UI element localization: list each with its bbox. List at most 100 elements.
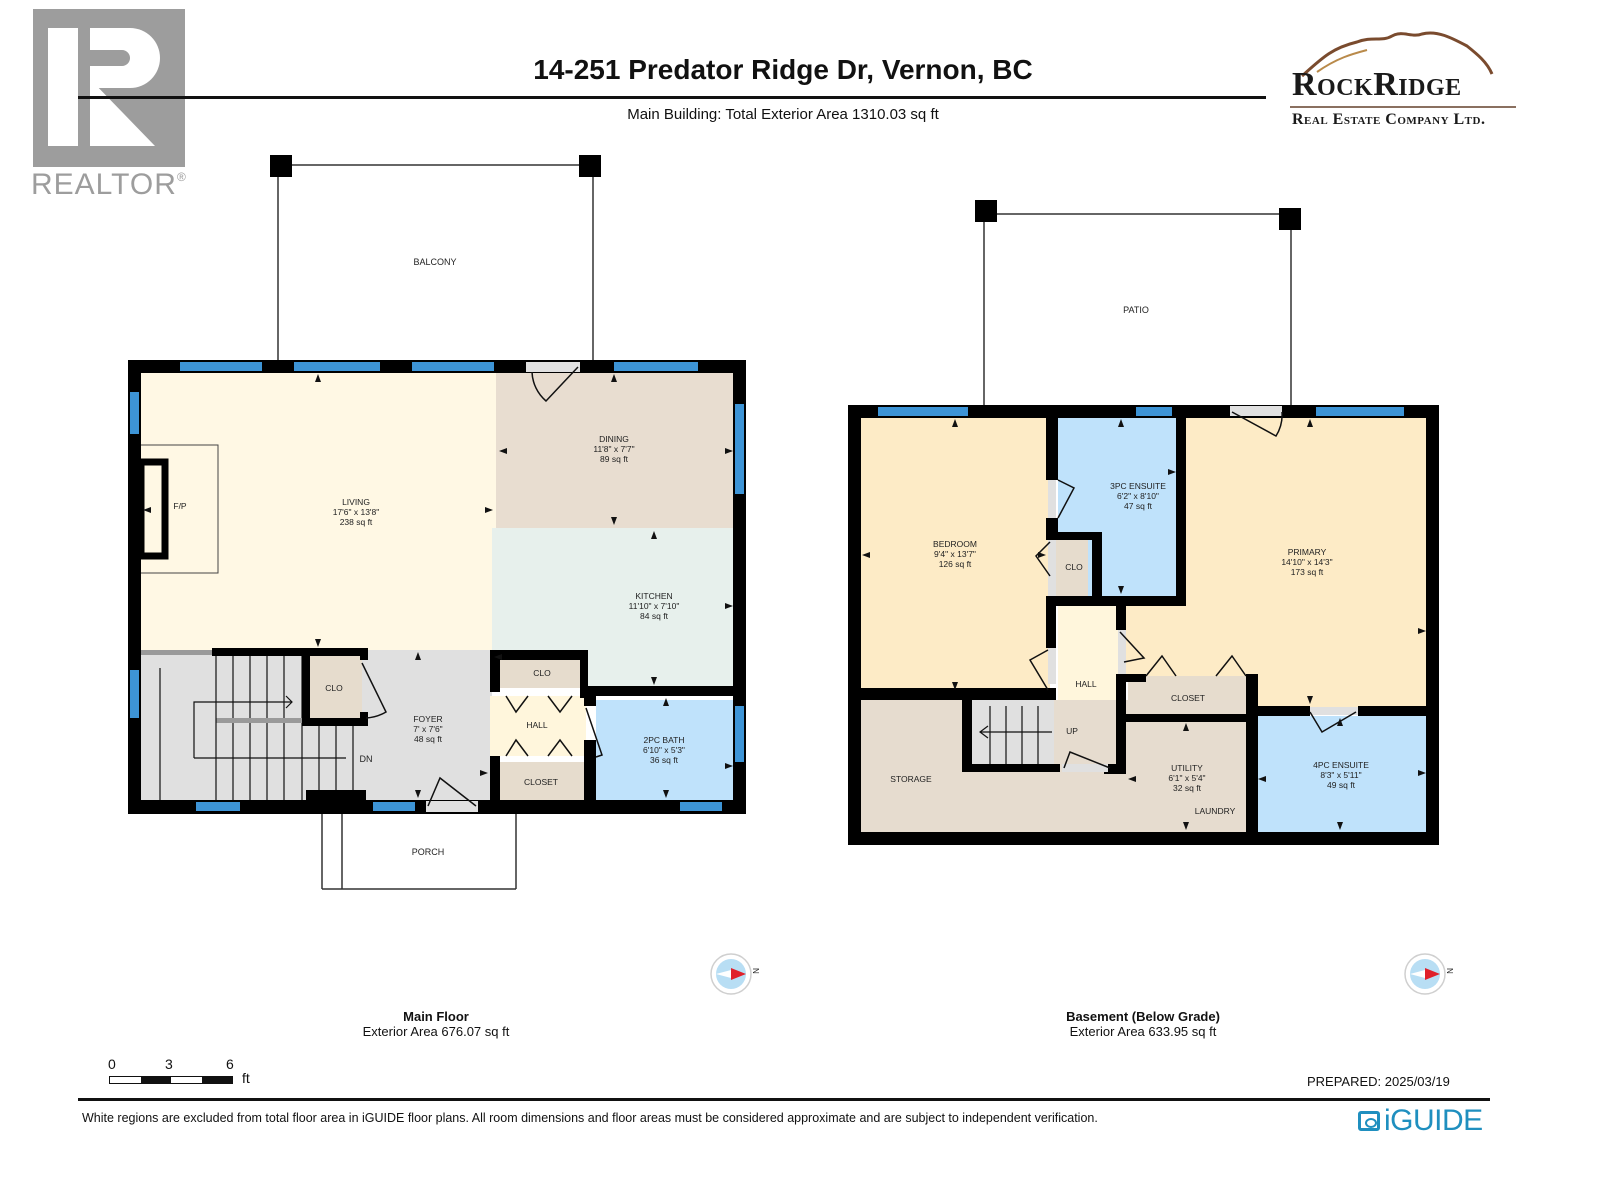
foyer-closet xyxy=(306,656,362,718)
page-title: 14-251 Predator Ridge Dr, Vernon, BC xyxy=(533,54,1033,85)
basement-doors xyxy=(1028,406,1358,772)
primary-name: PRIMARY xyxy=(1288,547,1327,557)
ensuite3-name: 3PC ENSUITE xyxy=(1110,481,1166,491)
iguide-logo: iGUIDE xyxy=(1358,1104,1483,1138)
dining-name: DINING xyxy=(599,434,629,444)
basement-hall-label: HALL xyxy=(1075,679,1097,689)
basement-caption: Basement (Below Grade) Exterior Area 633… xyxy=(1023,1009,1263,1039)
stairs-up-label: UP xyxy=(1066,726,1078,736)
foyer-closet-label: CLO xyxy=(325,683,343,693)
iguide-camera-icon xyxy=(1358,1111,1380,1131)
brokerage-tagline: Real Estate Company Ltd. xyxy=(1292,111,1486,128)
basement-area: Exterior Area 633.95 sq ft xyxy=(1069,1024,1217,1039)
4pc-ensuite-label: 4PC ENSUITE 8'3" x 5'11" 49 sq ft xyxy=(1313,760,1369,790)
main-floor-plan: BALCONY PORCH xyxy=(128,155,760,995)
porch-outline xyxy=(321,812,517,890)
hall-closet-top xyxy=(498,658,580,688)
bedroom-dims: 9'4" x 13'7" xyxy=(934,549,976,559)
primary-bedroom-alcove xyxy=(1118,600,1258,676)
scale-unit: ft xyxy=(242,1070,250,1086)
main-floor-windows xyxy=(130,362,744,811)
ensuite3-area: 47 sq ft xyxy=(1124,501,1153,511)
bedroom-name: BEDROOM xyxy=(933,539,977,549)
disclaimer: White regions are excluded from total fl… xyxy=(82,1111,1098,1125)
stairs-down-label: DN xyxy=(360,754,373,764)
realtor-text: REALTOR xyxy=(31,168,177,201)
ensuite4-name: 4PC ENSUITE xyxy=(1313,760,1369,770)
basement-closet-small xyxy=(1050,536,1088,596)
balcony-outline xyxy=(270,155,601,364)
ensuite4-area: 49 sq ft xyxy=(1327,780,1356,790)
main-floor-name: Main Floor xyxy=(403,1009,469,1024)
bedroom xyxy=(860,416,1050,692)
scale-tick-6: 6 xyxy=(226,1056,234,1072)
basement-windows xyxy=(878,407,1404,416)
bedroom-label: BEDROOM 9'4" x 13'7" 126 sq ft xyxy=(933,539,977,569)
living-name: LIVING xyxy=(342,497,370,507)
living-room xyxy=(140,372,496,650)
scale-bar-segments xyxy=(109,1076,233,1084)
hall-closet-bottom-label: CLOSET xyxy=(524,777,558,787)
foyer-label: FOYER 7' x 7'6" 48 sq ft xyxy=(413,714,442,744)
primary-label: PRIMARY 14'10" x 14'3" 173 sq ft xyxy=(1281,547,1332,577)
total-area-subtitle: Main Building: Total Exterior Area 1310.… xyxy=(627,106,939,123)
hall-closet-top-label: CLO xyxy=(533,668,551,678)
main-floor-dimension-arrows xyxy=(143,374,733,798)
fireplace-label: F/P xyxy=(173,501,187,511)
basement-stairs xyxy=(979,706,1052,764)
utility-area: 32 sq ft xyxy=(1173,783,1202,793)
main-compass-north-label: N xyxy=(751,968,760,974)
patio-label: PATIO xyxy=(1123,305,1149,315)
title-divider xyxy=(78,96,1266,99)
hall-label: HALL xyxy=(526,720,548,730)
ensuite3-dims: 6'2" x 8'10" xyxy=(1117,491,1159,501)
realtor-logo xyxy=(33,9,185,167)
main-floor-caption: Main Floor Exterior Area 676.07 sq ft xyxy=(336,1009,536,1039)
patio-outline xyxy=(975,200,1301,408)
basement-name: Basement (Below Grade) xyxy=(1066,1009,1220,1024)
porch-label: PORCH xyxy=(412,847,445,857)
primary-dims: 14'10" x 14'3" xyxy=(1281,557,1332,567)
2pc-bath xyxy=(596,700,736,800)
foyer-dims: 7' x 7'6" xyxy=(413,724,442,734)
dining-room xyxy=(496,372,736,528)
kitchen-name: KITCHEN xyxy=(635,591,672,601)
basement-plan: PATIO UP xyxy=(848,200,1454,995)
storage-label: STORAGE xyxy=(890,774,932,784)
kitchen-dims: 11'10" x 7'10" xyxy=(629,601,680,611)
bedroom-area: 126 sq ft xyxy=(939,559,972,569)
foyer-area: 48 sq ft xyxy=(414,734,443,744)
laundry-label: LAUNDRY xyxy=(1195,806,1236,816)
utility-dims: 6'1" x 5'4" xyxy=(1168,773,1205,783)
balcony-label: BALCONY xyxy=(413,257,456,267)
basement-compass-icon xyxy=(1404,953,1446,995)
scale-tick-0: 0 xyxy=(108,1056,116,1072)
dining-dims: 11'8" x 7'7" xyxy=(593,444,634,454)
kitchen-area: 84 sq ft xyxy=(640,611,669,621)
main-floor-area: Exterior Area 676.07 sq ft xyxy=(362,1024,510,1039)
bath-name: 2PC BATH xyxy=(644,735,685,745)
main-stairs xyxy=(140,650,354,807)
iguide-brand: iGUIDE xyxy=(1384,1104,1483,1137)
brokerage-name: RockRidge xyxy=(1292,66,1462,103)
basement-closet-label: CLOSET xyxy=(1171,693,1205,703)
utility-label: UTILITY 6'1" x 5'4" 32 sq ft xyxy=(1168,763,1205,793)
brokerage-underline xyxy=(1290,106,1516,108)
living-area: 238 sq ft xyxy=(340,517,373,527)
bath-dims: 6'10" x 5'3" xyxy=(643,745,685,755)
foyer-name: FOYER xyxy=(413,714,442,724)
kitchen-label: KITCHEN 11'10" x 7'10" 84 sq ft xyxy=(629,591,680,621)
main-floor-doors xyxy=(361,362,603,812)
registered-mark: ® xyxy=(176,170,187,184)
primary-area: 173 sq ft xyxy=(1291,567,1324,577)
basement-dimension-arrows xyxy=(862,419,1426,830)
basement-walls xyxy=(848,405,1439,845)
main-floor-compass-icon xyxy=(710,953,752,995)
footer-divider xyxy=(78,1098,1490,1101)
basement-clo-label: CLO xyxy=(1065,562,1083,572)
mountain-icon xyxy=(1300,31,1494,78)
hall xyxy=(490,696,586,756)
dining-label: DINING 11'8" x 7'7" 89 sq ft xyxy=(593,434,634,464)
prepared-date: PREPARED: 2025/03/19 xyxy=(1307,1074,1450,1089)
